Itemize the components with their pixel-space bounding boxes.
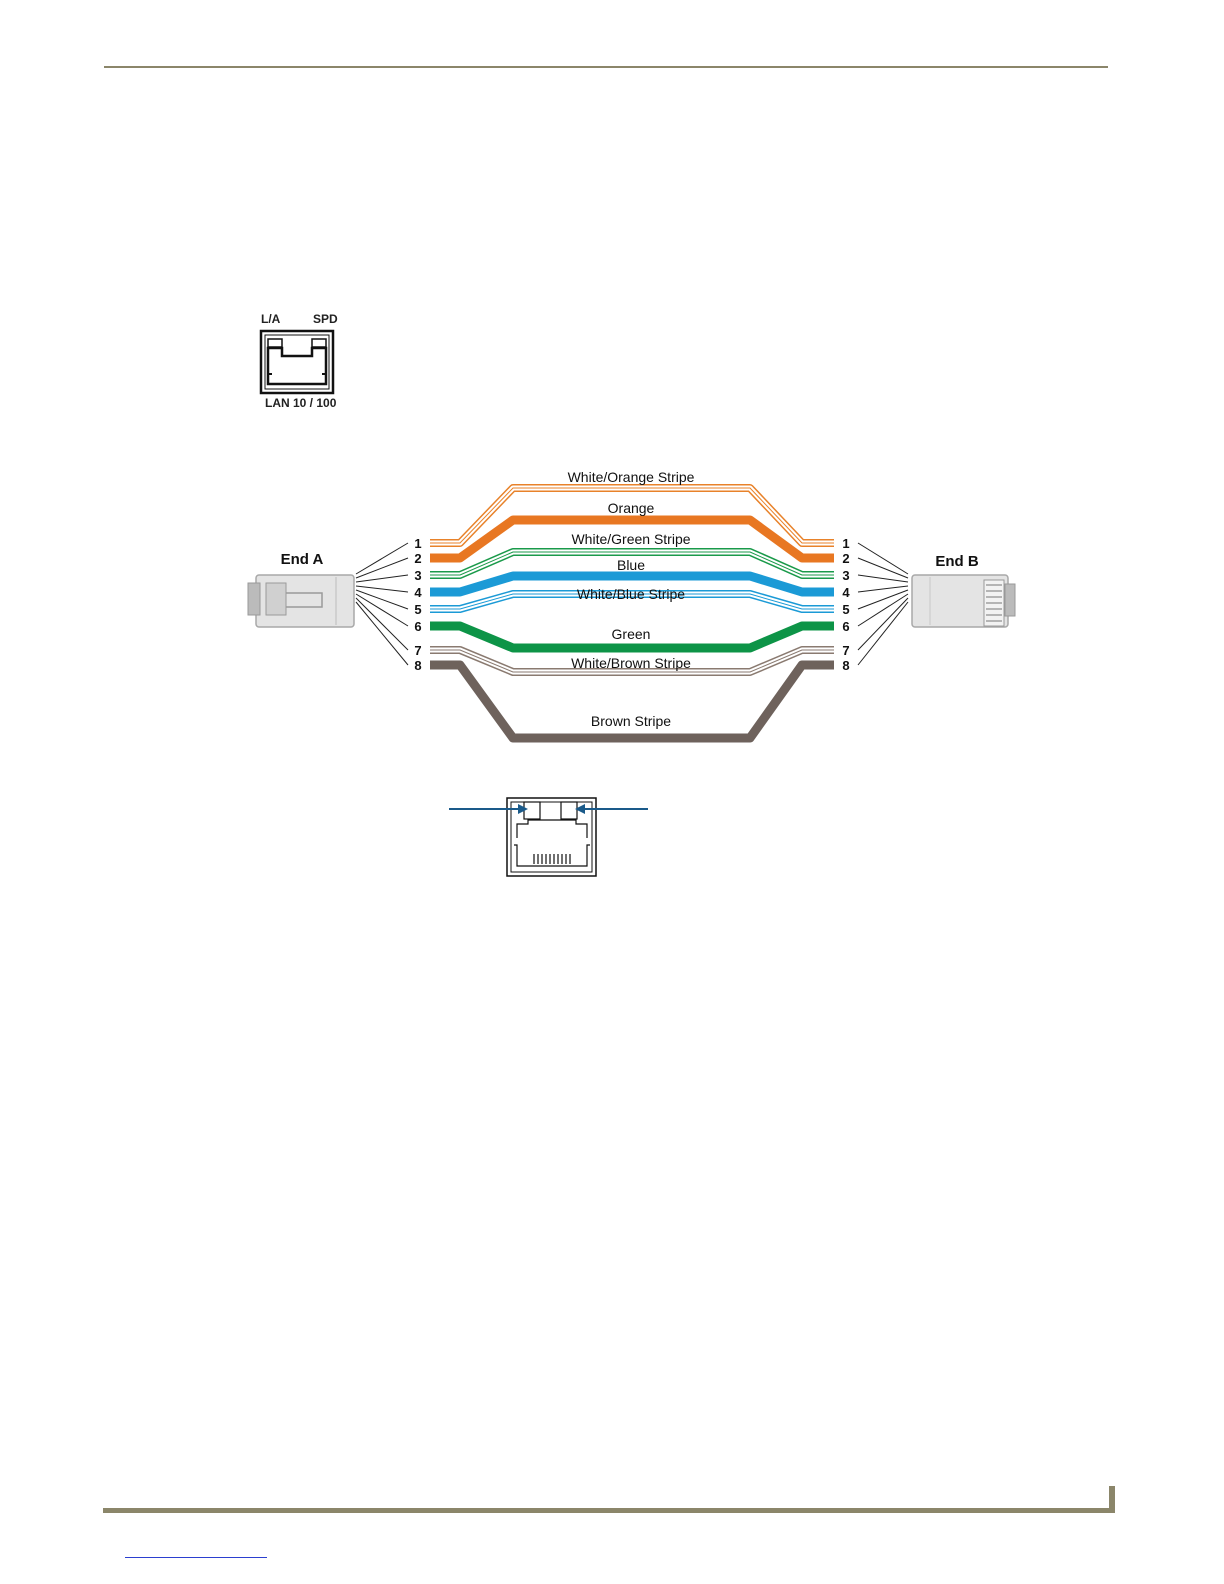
end-b-pin-6: 6 bbox=[842, 619, 849, 634]
end-a-fan-lines bbox=[356, 543, 408, 665]
end-b-fan-line-8 bbox=[858, 602, 908, 665]
end-a-fan-line-3 bbox=[356, 575, 408, 582]
wire-label-7: White/Brown Stripe bbox=[571, 655, 691, 671]
end-b-pin-4: 4 bbox=[842, 585, 850, 600]
end-a-fan-line-8 bbox=[356, 602, 408, 665]
wire-label-4: Blue bbox=[617, 557, 645, 573]
end-b-fan-line-3 bbox=[858, 575, 908, 582]
end-b-pin-1: 1 bbox=[842, 536, 849, 551]
end-b-connector-icon bbox=[912, 575, 1015, 627]
end-a-pin-4: 4 bbox=[414, 585, 422, 600]
end-b-pin-3: 3 bbox=[842, 568, 849, 583]
end-a-pin-8: 8 bbox=[414, 658, 421, 673]
lan-speed-label: LAN 10 / 100 bbox=[265, 396, 336, 410]
end-a-pin-2: 2 bbox=[414, 551, 421, 566]
spd-label: SPD bbox=[313, 312, 338, 326]
footer-link-underline[interactable] bbox=[125, 1557, 267, 1558]
lan-port-figure: L/A SPD LAN 10 / 100 bbox=[254, 312, 344, 412]
wire-label-1: White/Orange Stripe bbox=[568, 469, 695, 485]
end-b-pin-5: 5 bbox=[842, 602, 849, 617]
end-a-connector-icon bbox=[248, 575, 354, 627]
end-b-fan-line-2 bbox=[858, 558, 908, 578]
end-b-fan-line-1 bbox=[858, 543, 908, 574]
end-b-pin-2: 2 bbox=[842, 551, 849, 566]
la-label: L/A bbox=[261, 312, 280, 326]
end-b-pin-8: 8 bbox=[842, 658, 849, 673]
end-b-fan-lines bbox=[858, 543, 908, 665]
wire-group bbox=[430, 488, 834, 738]
wire-label-3: White/Green Stripe bbox=[571, 531, 690, 547]
end-a-fan-line-1 bbox=[356, 543, 408, 574]
wire-label-5: White/Blue Stripe bbox=[577, 586, 685, 602]
end-a-fan-line-2 bbox=[356, 558, 408, 578]
end-b-fan-line-6 bbox=[858, 594, 908, 626]
wire-label-6: Green bbox=[612, 626, 651, 642]
rj45-port-icon bbox=[254, 328, 344, 396]
footer-rule bbox=[103, 1508, 1115, 1513]
end-a-fan-line-4 bbox=[356, 586, 408, 592]
end-b-fan-line-4 bbox=[858, 586, 908, 592]
end-a-pin-6: 6 bbox=[414, 619, 421, 634]
rj45-jack-figure bbox=[440, 790, 660, 885]
end-b-pin-7: 7 bbox=[842, 643, 849, 658]
header-rule bbox=[104, 66, 1108, 68]
wire-label-8: Brown Stripe bbox=[591, 713, 671, 729]
end-a-label: End A bbox=[281, 551, 324, 568]
end-a-pin-1: 1 bbox=[414, 536, 421, 551]
end-b-label: End B bbox=[935, 553, 978, 570]
rj45-jack-icon bbox=[440, 790, 660, 885]
end-a-pin-3: 3 bbox=[414, 568, 421, 583]
wire-label-2: Orange bbox=[608, 500, 655, 516]
end-a-pin-5: 5 bbox=[414, 602, 421, 617]
end-a-pin-7: 7 bbox=[414, 643, 421, 658]
end-a-fan-line-6 bbox=[356, 594, 408, 626]
